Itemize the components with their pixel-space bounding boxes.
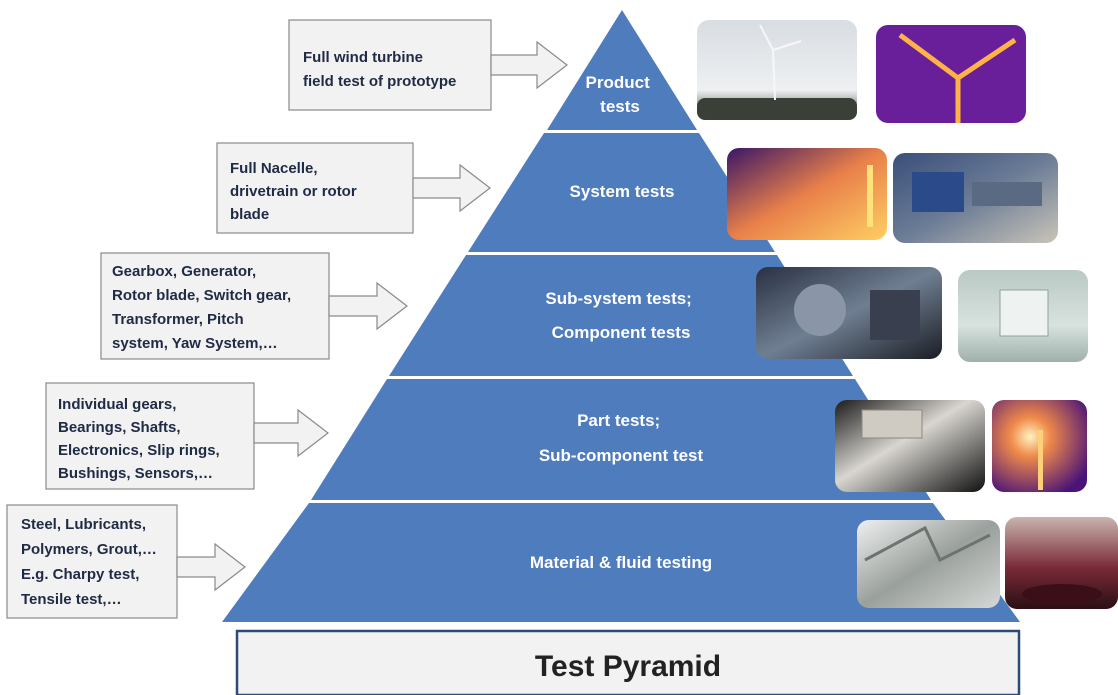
pyramid-tier-system: [468, 133, 775, 252]
thermal-rotor-photo: [876, 25, 1026, 123]
tier-label-material: Material & fluid testing: [530, 553, 712, 572]
note-subsystem-line3: Transformer, Pitch: [112, 311, 244, 328]
photos: [697, 20, 1118, 609]
arrow-system-icon: [412, 163, 491, 213]
note-part-text: Individual gears, Bearings, Shafts, Elec…: [58, 396, 224, 482]
note-box-system: Full Nacelle, drivetrain or rotor blade: [216, 142, 414, 234]
note-box-subsystem: Gearbox, Generator, Rotor blade, Switch …: [100, 252, 330, 360]
note-part-line3: Electronics, Slip rings,: [58, 442, 220, 459]
wind-turbine-field-photo: [697, 20, 857, 120]
climate-chamber-photo: [958, 270, 1088, 362]
component-test-rig-photo: [756, 267, 942, 359]
note-part-line4: Bushings, Sensors,…: [58, 465, 213, 482]
note-material-line3: E.g. Charpy test,: [21, 566, 139, 583]
electronics-board-photo: [835, 400, 985, 492]
note-subsystem-line2: Rotor blade, Switch gear,: [112, 287, 291, 304]
note-material-text: Steel, Lubricants, Polymers, Grout,… E.g…: [21, 516, 161, 608]
note-product-text: Full wind turbine field test of prototyp…: [303, 49, 456, 90]
tier-label-product-line1: Product: [586, 73, 651, 92]
tier-label-product-line2: tests: [600, 97, 640, 116]
pyramid-tier-part: [311, 379, 931, 500]
thermal-sensor-photo: [992, 400, 1087, 492]
tier-label-part-line2: Sub-component test: [539, 446, 704, 465]
note-system-text: Full Nacelle, drivetrain or rotor blade: [230, 160, 361, 223]
note-system-line2: drivetrain or rotor: [230, 183, 357, 200]
tier-label-system: System tests: [570, 182, 675, 201]
arrow-product-icon: [490, 40, 568, 90]
note-box-part: Individual gears, Bearings, Shafts, Elec…: [45, 382, 255, 490]
arrow-subsystem-icon: [328, 281, 408, 331]
arrows: [176, 40, 568, 592]
arrow-material-icon: [176, 542, 246, 592]
tier-label-material-line1: Material & fluid testing: [530, 553, 712, 572]
note-material-line4: Tensile test,…: [21, 591, 122, 608]
note-subsystem-line1: Gearbox, Generator,: [112, 263, 256, 280]
arrow-part-icon: [253, 408, 329, 458]
tier-label-system-line1: System tests: [570, 182, 675, 201]
note-material-line1: Steel, Lubricants,: [21, 516, 146, 533]
tier-label-subsystem: Sub-system tests; Component tests: [545, 289, 696, 342]
note-system-line3: blade: [230, 206, 269, 223]
note-product-line2: field test of prototype: [303, 73, 456, 90]
note-box-material: Steel, Lubricants, Polymers, Grout,… E.g…: [6, 504, 178, 619]
tier-label-part-line1: Part tests;: [577, 411, 660, 430]
note-system-line1: Full Nacelle,: [230, 160, 318, 177]
pyramid-tier-subsystem: [389, 255, 853, 376]
note-subsystem-line4: system, Yaw System,…: [112, 335, 278, 352]
note-part-line2: Bearings, Shafts,: [58, 419, 181, 436]
note-material-line2: Polymers, Grout,…: [21, 541, 157, 558]
thermal-nacelle-photo: [727, 148, 887, 240]
tier-label-subsystem-line1: Sub-system tests;: [545, 289, 691, 308]
tier-label-subsystem-line2: Component tests: [552, 323, 691, 342]
tier-label-product: Product tests: [586, 73, 655, 116]
page-title: Test Pyramid: [535, 650, 721, 683]
note-subsystem-text: Gearbox, Generator, Rotor blade, Switch …: [112, 263, 295, 352]
pyramid: [222, 10, 1020, 622]
pyramid-tier-product: [547, 10, 697, 130]
tier-label-part: Part tests; Sub-component test: [539, 411, 704, 465]
title-box: Test Pyramid: [235, 629, 1021, 695]
charpy-specimen-photo: [857, 520, 1000, 608]
pyramid-tier-material: [222, 503, 1020, 622]
drivetrain-test-bench-photo: [893, 153, 1058, 243]
note-product-line1: Full wind turbine: [303, 49, 423, 66]
note-box-product: Full wind turbine field test of prototyp…: [288, 19, 492, 111]
lubricant-sample-photo: [1005, 517, 1118, 609]
note-part-line1: Individual gears,: [58, 396, 176, 413]
